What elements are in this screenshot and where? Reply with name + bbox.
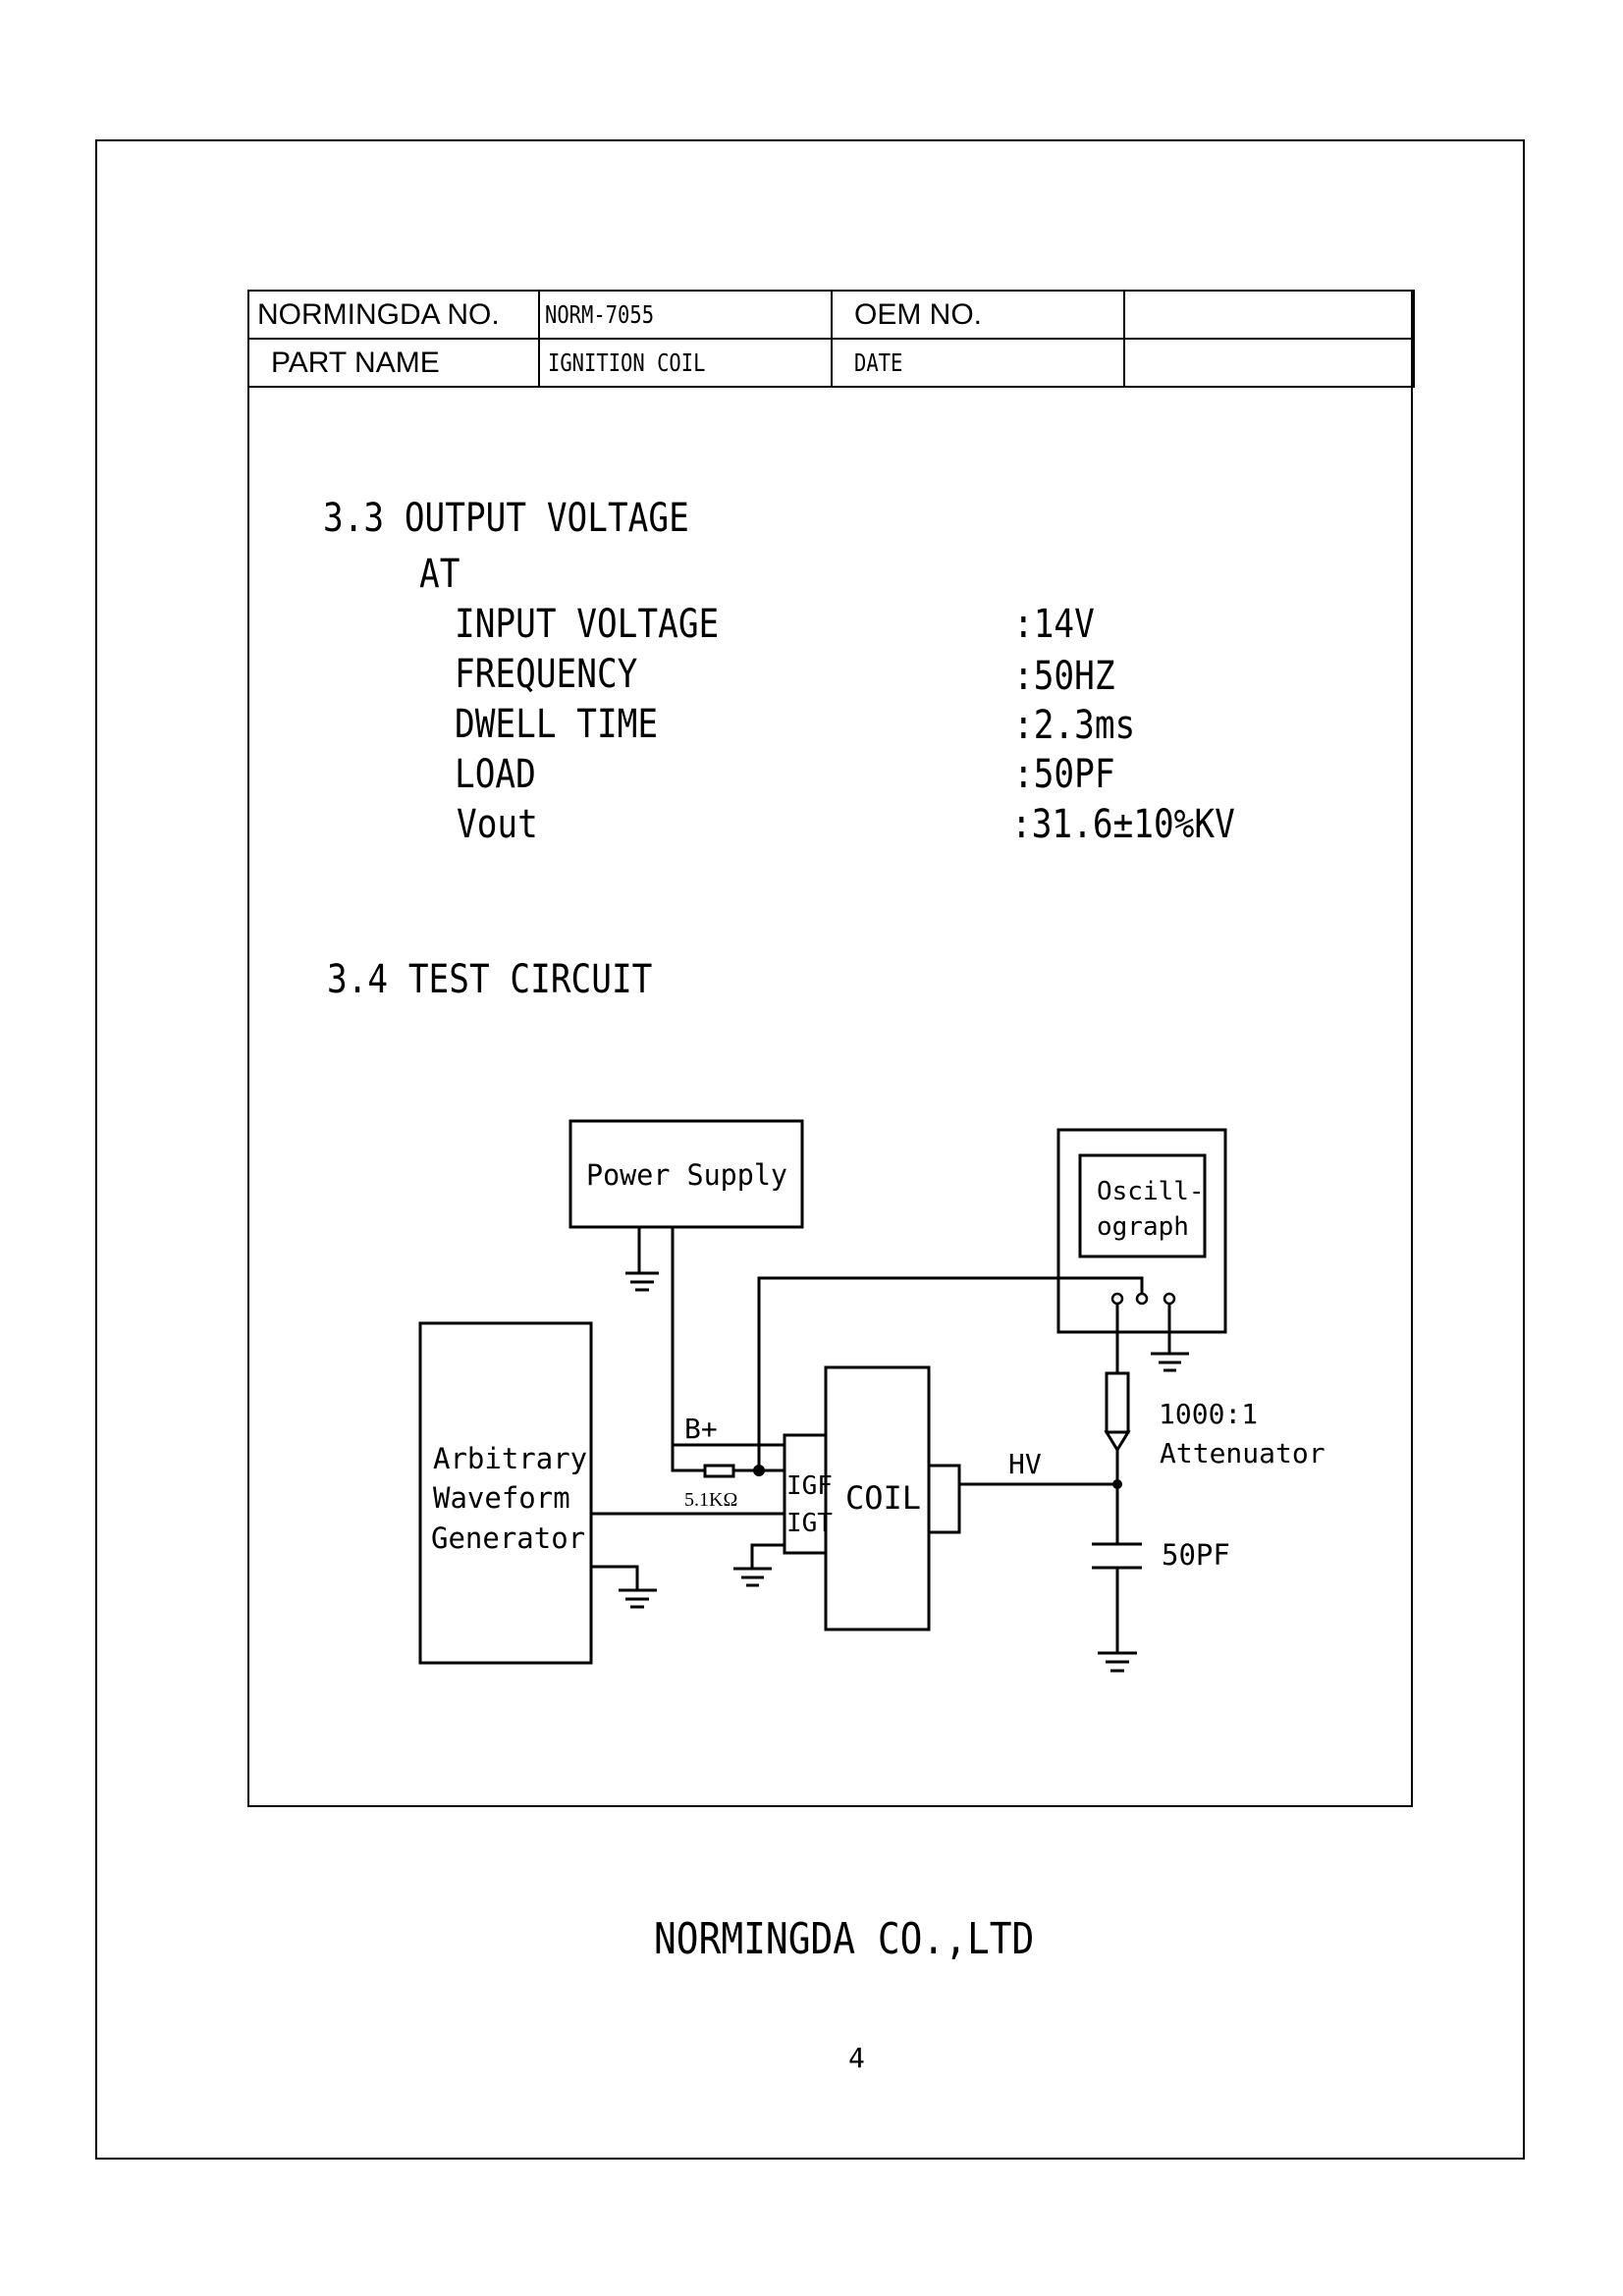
- capacitor-label: 50PF: [1162, 1538, 1230, 1572]
- value-normingda-no-text: NORM-7055: [545, 300, 655, 329]
- value-date: [1123, 338, 1415, 388]
- spec-value-load: :50PF: [1013, 752, 1115, 797]
- attenuator-label: Attenuator: [1160, 1437, 1325, 1469]
- spec-label-input-voltage: INPUT VOLTAGE: [455, 602, 720, 647]
- value-oem-no: [1123, 290, 1415, 340]
- oscilloscope-box: [1056, 1128, 1227, 1334]
- resistor-icon: [703, 1464, 735, 1478]
- generator-ground-wire: [591, 1565, 639, 1590]
- coil-connector-box: [783, 1433, 828, 1555]
- generator-label-line2: Waveform: [433, 1481, 570, 1515]
- header-row-normingda: NORMINGDA NO. NORM-7055 OEM NO.: [247, 290, 1415, 340]
- spec-label-dwell-time: DWELL TIME: [455, 702, 659, 747]
- connector-ground-icon: [733, 1567, 772, 1587]
- oscilloscope-screen: [1078, 1153, 1207, 1258]
- spec-value-dwell-time: :2.3ms: [1013, 703, 1136, 748]
- value-part-name-text: IGNITION COIL: [548, 348, 706, 377]
- label-oem-no: OEM NO.: [831, 290, 1125, 340]
- label-part-name-text: PART NAME: [271, 346, 440, 379]
- b-plus-label: B+: [684, 1413, 718, 1445]
- generator-label-line1: Arbitrary: [433, 1442, 587, 1475]
- section-title-test-circuit: 3.4 TEST CIRCUIT: [327, 957, 653, 1002]
- spec-value-vout: :31.6±10%KV: [1011, 802, 1235, 847]
- page-outer-border: [95, 139, 1525, 2160]
- spec-value-input-voltage: :14V: [1013, 602, 1095, 647]
- header-row-part: PART NAME IGNITION COIL DATE: [247, 338, 1415, 388]
- igf-monitor-wire: [757, 1276, 1144, 1470]
- spec-value-frequency: :50HZ: [1013, 654, 1115, 699]
- coil-label: COIL: [845, 1479, 921, 1517]
- scope-terminal-3-icon: [1163, 1292, 1176, 1306]
- pin-igt-label: IGT: [786, 1509, 833, 1538]
- connector-ground-wire: [750, 1543, 784, 1569]
- power-supply-box: [568, 1119, 804, 1229]
- hv-label: HV: [1008, 1448, 1042, 1480]
- label-date-text: DATE: [854, 348, 903, 377]
- footer-company-name: NORMINGDA CO.,LTD: [654, 1914, 1035, 1964]
- value-normingda-no: NORM-7055: [538, 290, 833, 340]
- capacitor-icon: [1092, 1542, 1142, 1570]
- power-supply-ground-icon: [625, 1227, 659, 1292]
- at-label: AT: [419, 552, 460, 597]
- generator-label-line3: Generator: [431, 1522, 585, 1555]
- label-normingda-no-text: NORMINGDA NO.: [257, 297, 500, 331]
- label-date: DATE: [831, 338, 1125, 388]
- generator-ground-icon: [619, 1588, 657, 1609]
- section-title-output-voltage: 3.3 OUTPUT VOLTAGE: [323, 496, 689, 541]
- attenuator-ratio-label: 1000:1: [1159, 1398, 1258, 1430]
- page-number: 4: [848, 2042, 865, 2074]
- resistor-label: 5.1KΩ: [684, 1489, 737, 1511]
- capacitor-ground-icon: [1098, 1651, 1137, 1673]
- scope-terminal-2-icon: [1135, 1292, 1149, 1306]
- pin-igf-label: IGF: [786, 1471, 833, 1501]
- scope-terminal-1-icon: [1110, 1292, 1124, 1306]
- value-part-name: IGNITION COIL: [538, 338, 833, 388]
- oscilloscope-label-line2: ograph: [1097, 1212, 1189, 1242]
- label-oem-no-text: OEM NO.: [854, 297, 983, 331]
- label-part-name: PART NAME: [247, 338, 540, 388]
- oscilloscope-label-line1: Oscill-: [1097, 1177, 1205, 1206]
- scope-ground-icon: [1151, 1352, 1189, 1372]
- spec-label-frequency: FREQUENCY: [455, 652, 638, 697]
- supply-wire: [671, 1227, 705, 1472]
- waveform-generator-box: [418, 1321, 593, 1665]
- header-table: NORMINGDA NO. NORM-7055 OEM NO. PART NAM…: [247, 290, 1415, 388]
- label-normingda-no: NORMINGDA NO.: [247, 290, 540, 340]
- coil-hv-terminal: [927, 1464, 961, 1534]
- attenuator-icon: [1104, 1371, 1131, 1453]
- power-supply-label: Power Supply: [586, 1158, 787, 1192]
- spec-label-vout: Vout: [457, 802, 538, 847]
- spec-label-load: LOAD: [455, 752, 536, 797]
